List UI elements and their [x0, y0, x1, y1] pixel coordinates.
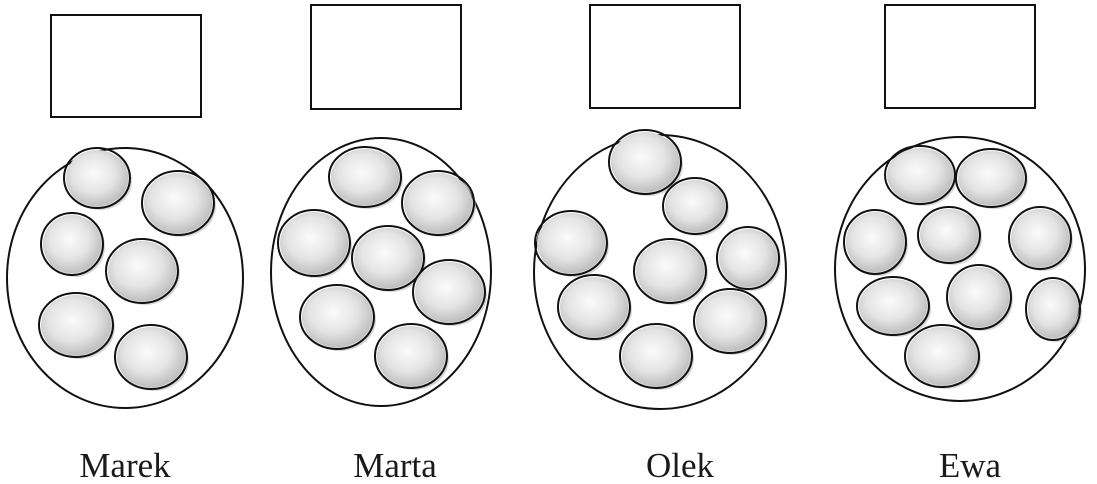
ball-icon [331, 149, 399, 205]
ball-icon [66, 150, 128, 206]
name-label-marek: Marek [79, 446, 171, 484]
ball-outline [40, 212, 104, 276]
ball-outline [917, 206, 981, 264]
ball-outline [105, 238, 179, 304]
name-label-ewa: Ewa [939, 446, 1002, 484]
ball-outline [114, 324, 188, 390]
ball-outline [1025, 277, 1081, 341]
ball-icon [1028, 280, 1078, 338]
ball-outline [374, 323, 448, 389]
ball-icon [560, 277, 628, 337]
ball-outline [662, 177, 728, 235]
ball-icon [622, 326, 690, 386]
ball-icon [404, 173, 472, 233]
balls-marta [277, 146, 487, 390]
ball-icon [43, 215, 101, 273]
ball-outline [904, 324, 980, 388]
group-marek: Marek [6, 14, 244, 484]
ball-icon [611, 132, 679, 192]
ball-outline [38, 292, 114, 358]
ball-icon [117, 327, 185, 387]
ball-outline [534, 210, 608, 276]
answer-box-marek[interactable] [50, 14, 202, 118]
ball-icon [958, 151, 1024, 205]
ball-icon [696, 291, 764, 351]
ball-outline [141, 170, 215, 236]
ball-outline [412, 259, 486, 325]
ball-outline [63, 147, 131, 209]
ball-outline [955, 148, 1027, 208]
ball-icon [920, 209, 978, 261]
ball-outline [716, 226, 780, 290]
group-marta: Marta [270, 4, 492, 484]
ball-outline [608, 129, 682, 195]
ball-icon [907, 327, 977, 385]
answer-box-marta[interactable] [310, 4, 462, 110]
ball-outline [884, 145, 956, 205]
ball-icon [665, 180, 725, 232]
ball-icon [108, 241, 176, 301]
ball-outline [619, 323, 693, 389]
ball-icon [537, 213, 605, 273]
ball-icon [636, 241, 704, 301]
ball-outline [843, 209, 907, 275]
answer-box-olek[interactable] [589, 4, 741, 109]
balls-marek [38, 147, 216, 391]
ball-icon [144, 173, 212, 233]
ball-outline [856, 276, 930, 336]
ball-icon [354, 228, 422, 288]
ball-outline [351, 225, 425, 291]
ball-outline [693, 288, 767, 354]
ball-outline [557, 274, 631, 340]
ball-outline [299, 284, 375, 350]
group-ewa: Ewa [834, 4, 1086, 484]
name-label-marta: Marta [353, 446, 437, 484]
name-label-olek: Olek [646, 446, 715, 484]
ball-outline [328, 146, 402, 208]
ball-icon [846, 212, 904, 272]
group-olek: Olek [533, 4, 787, 484]
balls-olek [534, 129, 781, 390]
ball-icon [41, 295, 111, 355]
ball-icon [887, 148, 953, 202]
ball-outline [277, 209, 351, 277]
ball-outline [1008, 206, 1072, 270]
balls-ewa [843, 145, 1082, 389]
ball-icon [1011, 209, 1069, 267]
ball-outline [401, 170, 475, 236]
ball-icon [302, 287, 372, 347]
ball-icon [719, 229, 777, 287]
ball-icon [859, 279, 927, 333]
ball-icon [377, 326, 445, 386]
ball-outline [946, 264, 1012, 330]
ball-icon [949, 267, 1009, 327]
ball-icon [415, 262, 483, 322]
answer-box-ewa[interactable] [884, 4, 1036, 109]
ball-icon [280, 212, 348, 274]
ball-outline [633, 238, 707, 304]
